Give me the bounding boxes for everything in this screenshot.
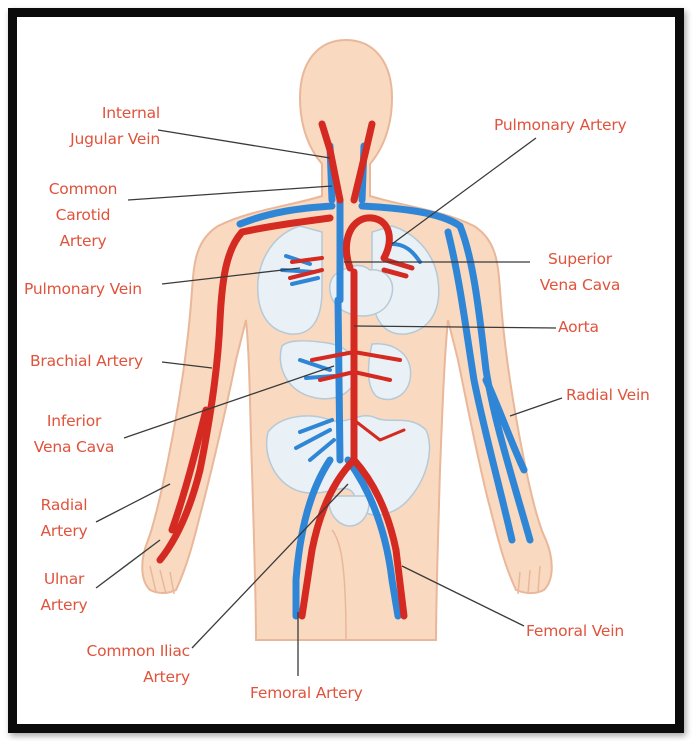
label-inferior-vena-cava: Inferior Vena Cava [22,408,126,460]
label-brachial-artery: Brachial Artery [30,348,143,374]
label-line: Femoral Artery [250,684,363,702]
label-pulmonary-vein: Pulmonary Vein [24,276,142,302]
label-internal-jugular-vein: Internal Jugular Vein [40,100,160,152]
leader-ulnar-artery [95,539,161,589]
body-silhouette [141,38,553,641]
leader-common-iliac-artery [191,483,349,649]
label-line: Artery [40,596,88,614]
bladder [328,495,370,527]
intestine-veins [294,418,336,462]
heart [329,264,394,317]
label-line: Internal [101,104,160,122]
label-radial-artery: Radial Artery [30,492,98,544]
left-hand-fingers [517,565,541,595]
label-radial-vein: Radial Vein [566,382,650,408]
label-line: Femoral Vein [526,622,624,640]
leader-aorta [353,325,557,329]
label-pulmonary-artery: Pulmonary Artery [494,112,627,138]
veins [236,142,534,620]
common-iliac-artery-vessel [308,456,400,554]
label-superior-vena-cava: Superior Vena Cava [528,246,632,298]
right-lung [257,225,323,335]
leader-radial-artery [95,483,171,523]
arteries [156,120,415,620]
leader-femoral-vein [401,565,525,627]
femoral-vein-left [344,456,402,620]
leader-pulmonary-artery [391,137,537,245]
label-line: Superior [548,250,612,268]
label-line: Carotid [55,206,111,224]
left-arm-vein-inner [444,228,516,544]
radial-artery-vessel [168,406,210,534]
label-line: Artery [40,522,88,540]
label-line: Vena Cava [539,276,621,294]
femoral-artery-vessel [298,546,408,620]
lung-vein-left [390,242,422,264]
leader-radial-vein [509,397,563,417]
label-line: Common [48,180,118,198]
label-aorta: Aorta [558,314,599,340]
label-common-iliac-artery: Common Iliac Artery [60,638,190,690]
leader-lines [95,129,563,676]
aorta-arch [342,214,393,272]
leader-pulmonary-vein [161,267,301,285]
abdominal-branches [310,350,402,382]
leader-brachial-artery [161,361,213,369]
label-line: Pulmonary Artery [494,116,627,134]
label-line: Common Iliac [86,642,190,660]
label-femoral-artery: Femoral Artery [250,680,363,706]
body-outline [141,38,553,641]
right-arm-artery [156,214,334,564]
label-line: Jugular Vein [70,130,160,148]
label-line: Artery [143,668,190,686]
label-line: Aorta [558,318,599,336]
radial-vein-vessel [482,376,528,474]
label-line: Pulmonary Vein [24,280,142,298]
label-line: Ulnar [43,570,85,588]
label-line: Radial Vein [566,386,650,404]
common-carotid-artery-vessel [318,120,376,204]
label-line: Inferior [46,412,102,430]
inferior-vena-cava-vessel [334,296,344,464]
label-line: Radial [40,496,88,514]
right-hand-fingers [149,565,175,595]
leader-internal-jugular-vein [157,129,331,159]
subclavian-vein-left [358,202,464,230]
label-femoral-vein: Femoral Vein [526,618,624,644]
femoral-vein-right [292,456,334,620]
pulmonary-artery-branch [381,257,415,279]
left-arm-vein-outer [456,222,534,544]
label-ulnar-artery: Ulnar Artery [30,566,98,618]
leader-inferior-vena-cava [123,365,335,439]
right-pulmonary-artery-branch [288,256,324,280]
leader-common-carotid-artery [127,185,333,201]
label-line: Artery [59,232,107,250]
mesenteric-artery [352,418,406,442]
subclavian-vein-right [236,202,336,228]
label-common-carotid-artery: Common Carotid Artery [36,176,130,254]
leg-split [331,529,347,641]
label-line: Vena Cava [33,438,115,456]
label-line: Brachial Artery [30,352,144,370]
